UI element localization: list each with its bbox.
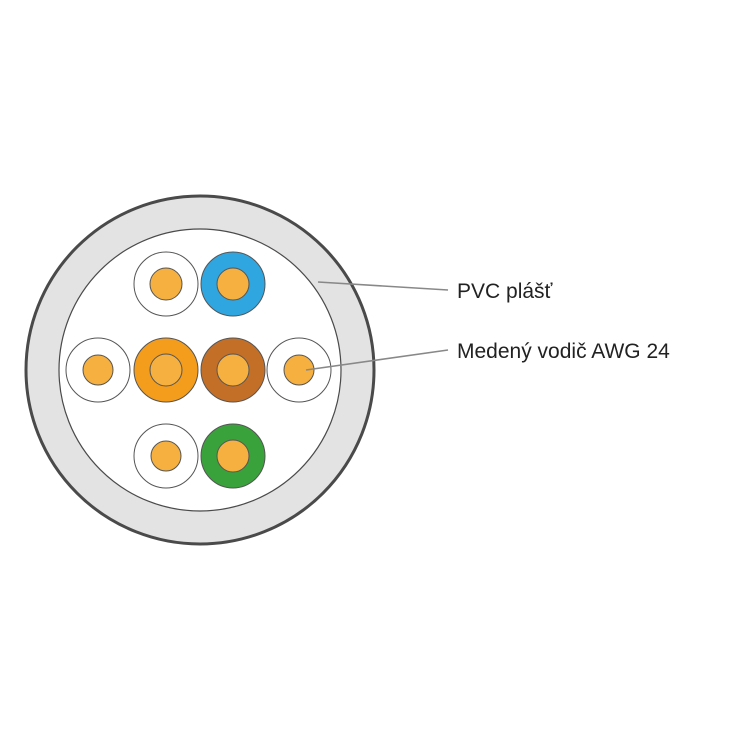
conductor-leader-line bbox=[305, 349, 449, 371]
jacket-leader-line bbox=[317, 281, 449, 291]
wire-white-brown bbox=[266, 337, 332, 403]
copper-core bbox=[150, 440, 182, 472]
cable-core bbox=[58, 228, 342, 512]
wire-white-green bbox=[133, 423, 199, 489]
wire-green bbox=[200, 423, 266, 489]
wire-brown bbox=[200, 337, 266, 403]
copper-core bbox=[149, 267, 183, 301]
wire-blue bbox=[200, 251, 266, 317]
copper-core bbox=[82, 354, 114, 386]
copper-core bbox=[149, 353, 183, 387]
jacket-label: PVC plášť bbox=[457, 280, 554, 303]
conductor-label: Medený vodič AWG 24 bbox=[457, 340, 670, 363]
copper-core bbox=[216, 439, 250, 473]
wire-orange bbox=[133, 337, 199, 403]
wire-white-orange bbox=[65, 337, 131, 403]
wire-white-blue bbox=[133, 251, 199, 317]
copper-core bbox=[216, 353, 250, 387]
copper-core bbox=[216, 267, 250, 301]
copper-core bbox=[283, 354, 315, 386]
